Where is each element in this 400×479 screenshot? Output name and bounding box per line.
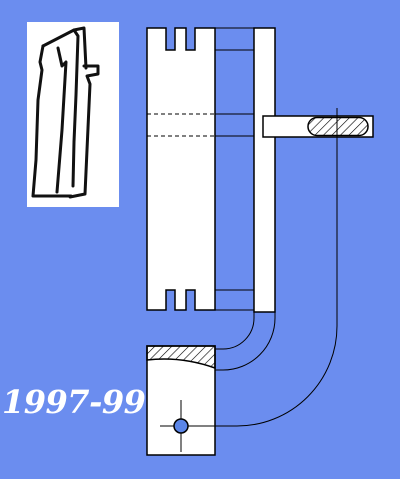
front-view-board bbox=[253, 27, 276, 313]
sketch-inset bbox=[27, 22, 119, 207]
foot-block bbox=[146, 345, 216, 456]
foot-hole bbox=[173, 418, 189, 434]
years-label: 1997-99 bbox=[2, 383, 146, 421]
side-view-board bbox=[146, 27, 216, 311]
bent-strip bbox=[215, 145, 338, 427]
projection-lines bbox=[215, 27, 254, 311]
shaft-section bbox=[262, 108, 374, 145]
sketch-strokes bbox=[31, 26, 100, 199]
